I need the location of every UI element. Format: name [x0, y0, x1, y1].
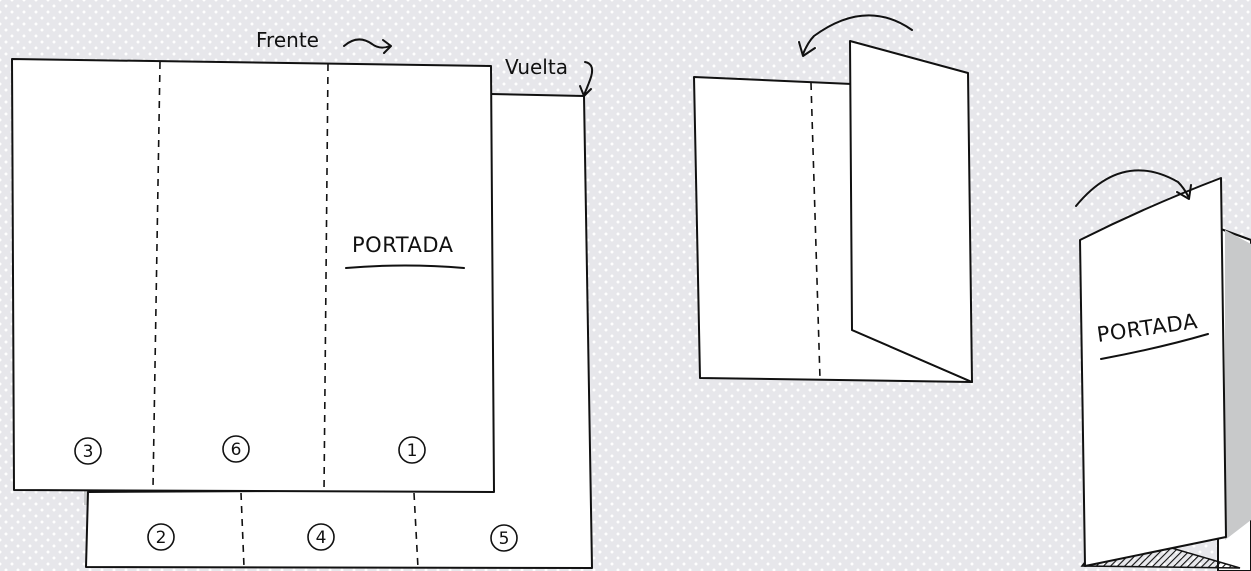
panel-number: 1: [407, 441, 418, 461]
front-cover-label: PORTADA: [352, 233, 454, 257]
panel-number: 4: [316, 528, 327, 548]
front-sheet: [12, 59, 494, 492]
panel-number: 3: [83, 442, 94, 462]
flat-sheet-step: PORTADA Frente Vuelta 3 6 1 2 4 5: [12, 28, 592, 568]
folded-front-cover: [1080, 178, 1226, 566]
first-fold-step: [694, 15, 972, 382]
folded-brochure-step: PORTADA: [1076, 170, 1251, 571]
folded-inner-shadow: [1225, 230, 1251, 540]
panel-number: 5: [499, 529, 510, 549]
panel-number: 2: [156, 528, 167, 548]
panel-number: 6: [231, 440, 242, 460]
back-arrow-icon: [580, 62, 592, 96]
first-fold-flap: [850, 41, 972, 382]
front-label: Frente: [256, 28, 319, 52]
back-label: Vuelta: [505, 55, 568, 79]
front-arrow-icon: [344, 39, 391, 53]
